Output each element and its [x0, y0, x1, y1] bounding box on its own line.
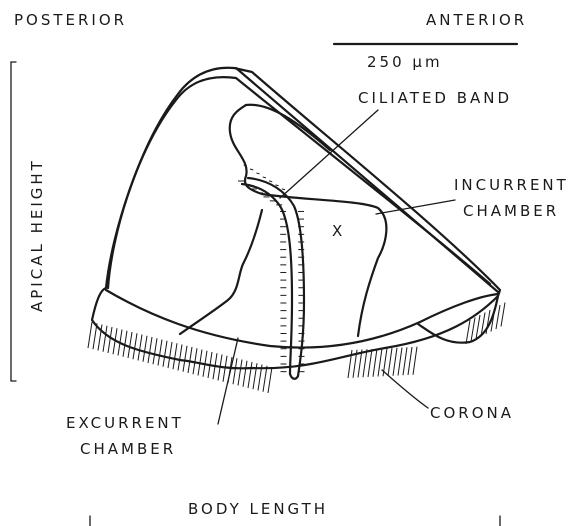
incurrent-label-line1: INCURRENT — [454, 176, 569, 194]
corona-leader — [382, 370, 428, 408]
corona-label: CORONA — [430, 404, 514, 422]
incurrent-label-line2: CHAMBER — [463, 202, 559, 220]
ciliated-band-tip — [290, 374, 298, 379]
apical-height-label: APICAL HEIGHT — [28, 158, 46, 312]
apical-height-bracket — [11, 62, 16, 381]
x-mark: X — [332, 222, 342, 240]
posterior-label: POSTERIOR — [14, 11, 127, 29]
anterior-lobe — [418, 296, 498, 343]
scale-bar-label: 250 μm — [367, 53, 443, 71]
anterior-label: ANTERIOR — [426, 11, 527, 29]
incurrent-chamber-wall — [230, 105, 387, 336]
excurrent-chamber-wall — [180, 210, 262, 334]
excurrent-leader — [218, 338, 238, 424]
ciliated-band-label: CILIATED BAND — [358, 89, 512, 107]
excurrent-label-line2: CHAMBER — [80, 440, 176, 458]
excurrent-label-line1: EXCURRENT — [66, 414, 184, 432]
body-length-label: BODY LENGTH — [188, 500, 328, 518]
body-inner-wall — [108, 77, 490, 288]
body-outer-outline — [92, 68, 500, 369]
